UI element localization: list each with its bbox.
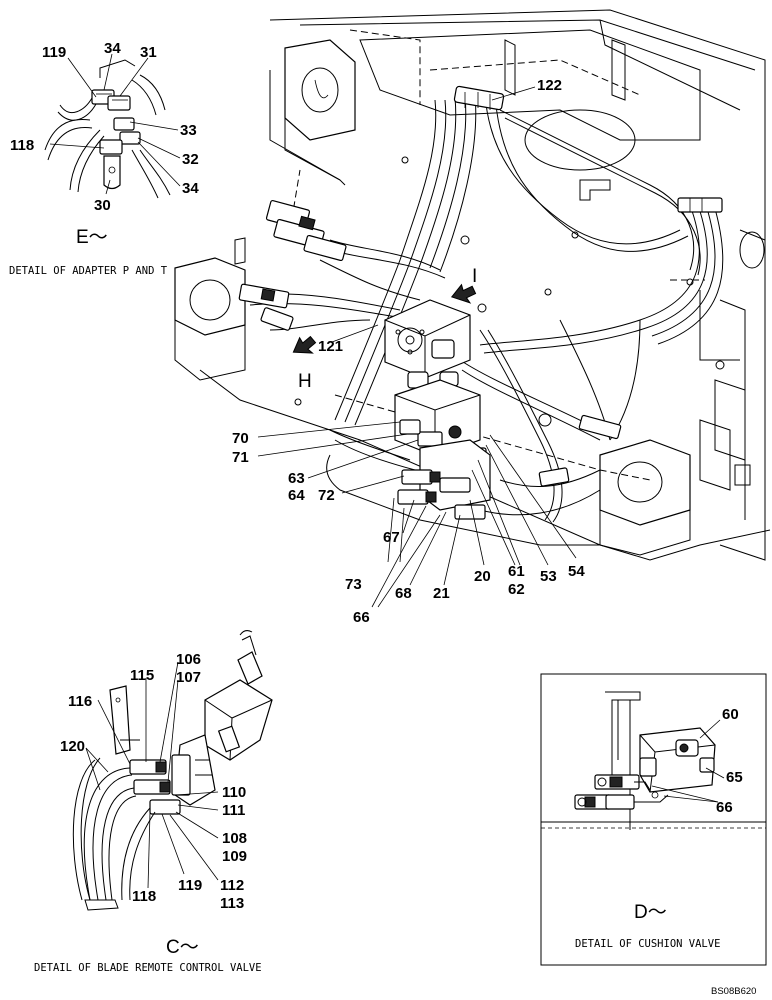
main-view-drawing (174, 9, 771, 561)
part-label-67: 67 (383, 529, 400, 546)
part-label-c-108: 108 (222, 830, 247, 847)
leader-lines (49, 53, 725, 889)
detail-d-drawing (540, 673, 767, 966)
part-label-68: 68 (395, 585, 412, 602)
detail-e-marker: E～ (76, 227, 108, 248)
detail-e-caption: DETAIL OF ADAPTER P AND T (9, 265, 168, 277)
part-label-64: 64 (288, 487, 305, 504)
part-label-e-118: 118 (10, 137, 34, 154)
part-label-c-107: 107 (176, 669, 201, 686)
part-label-61: 61 (508, 563, 525, 580)
part-label-63: 63 (288, 470, 305, 487)
part-label-62: 62 (508, 581, 525, 598)
part-label-c-113: 113 (220, 895, 244, 912)
detail-c-drawing (72, 630, 273, 911)
part-label-66: 66 (353, 609, 370, 626)
detail-d-marker: D～ (634, 902, 667, 923)
part-label-c-106: 106 (176, 651, 201, 668)
part-label-c-111: 111 (222, 802, 245, 819)
part-label-73: 73 (345, 576, 362, 593)
part-label-e-34b: 34 (182, 180, 199, 197)
part-label-e-119: 119 (42, 44, 66, 61)
view-marker-h: H (298, 371, 312, 392)
part-label-21: 21 (433, 585, 450, 602)
drawing-reference: BS08B620 (711, 986, 756, 997)
part-label-70: 70 (232, 430, 249, 447)
detail-c-caption: DETAIL OF BLADE REMOTE CONTROL VALVE (34, 962, 262, 974)
part-label-c-118: 118 (132, 888, 156, 905)
detail-d-caption: DETAIL OF CUSHION VALVE (575, 938, 720, 950)
part-label-20: 20 (474, 568, 491, 585)
part-label-53: 53 (540, 568, 557, 585)
part-label-d-66: 66 (716, 799, 733, 816)
part-label-d-65: 65 (726, 769, 743, 786)
part-label-72: 72 (318, 487, 335, 504)
part-label-54: 54 (568, 563, 585, 580)
part-label-e-30: 30 (94, 197, 111, 214)
part-label-d-60: 60 (722, 706, 739, 723)
detail-c-marker: C～ (166, 937, 199, 958)
detail-e-drawing (44, 59, 171, 199)
detail-d-frame (540, 673, 767, 966)
part-label-e-33: 33 (180, 122, 197, 139)
part-label-c-116: 116 (68, 693, 92, 710)
part-label-c-119: 119 (178, 877, 202, 894)
part-label-e-31: 31 (140, 44, 157, 61)
part-label-c-110: 110 (222, 784, 246, 801)
part-label-c-109: 109 (222, 848, 247, 865)
part-label-e-34: 34 (104, 40, 121, 57)
part-label-c-112: 112 (220, 877, 244, 894)
part-label-c-115: 115 (130, 667, 154, 684)
part-label-121: 121 (318, 338, 343, 355)
part-label-122: 122 (537, 77, 562, 94)
part-label-c-120: 120 (60, 738, 85, 755)
part-label-e-32: 32 (182, 151, 199, 168)
part-label-71: 71 (232, 449, 249, 466)
view-marker-i: I (472, 266, 477, 287)
